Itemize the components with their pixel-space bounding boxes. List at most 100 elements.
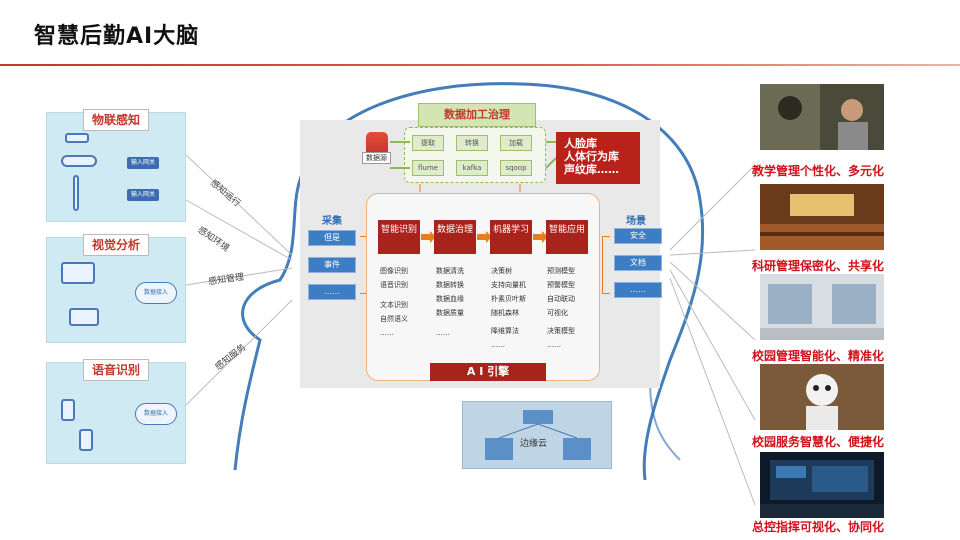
connector-4 — [185, 299, 293, 406]
panel-title-speech: 语音识别 — [83, 359, 150, 381]
knowledge-base-box: 人脸库 人体行为库 声纹库…… — [556, 132, 640, 184]
caption-campus: 校园管理智能化、精准化 — [752, 349, 885, 363]
stage-arrow-1 — [421, 231, 436, 243]
monitor-icon — [69, 308, 99, 326]
stage-application: 智能应用 — [546, 220, 588, 254]
etl-flume: flume — [412, 160, 444, 176]
sensor-icon — [61, 155, 97, 167]
scene-item-1: 安全 — [614, 228, 662, 244]
panel-title-vision: 视觉分析 — [83, 234, 150, 256]
stage-list-application: 预测模型 预警模型 自动联动 可视化 决策模型 …… — [547, 264, 575, 352]
etl-title: 数据加工治理 — [418, 103, 536, 127]
list-item: 决策模型 — [547, 327, 575, 335]
list-item: 自然语义 — [380, 315, 408, 323]
list-item: 预测模型 — [547, 267, 575, 275]
caption-teaching: 教学管理个性化、多元化 — [752, 164, 885, 178]
collect-item-3: …… — [308, 284, 356, 300]
photo-command — [760, 452, 884, 518]
list-item: …… — [436, 329, 450, 337]
list-item: 数据血缘 — [436, 295, 464, 303]
connector-3 — [185, 267, 293, 286]
etl-extract: 提取 — [412, 135, 444, 151]
head-outline — [233, 82, 705, 481]
connector-7 — [669, 261, 756, 341]
list-item: 语音识别 — [380, 281, 408, 289]
stage-list-ml: 决策树 支持向量机 朴素贝叶斯 随机森林 降维算法 …… — [491, 264, 526, 352]
etl-sqoop: sqoop — [500, 160, 532, 176]
etl-arrows — [390, 141, 557, 192]
stage-governance: 数据治理 — [434, 220, 476, 254]
photo-campus — [760, 274, 884, 340]
cloud-icon: 数据接入 — [135, 282, 177, 304]
stage-ml: 机器学习 — [490, 220, 532, 254]
connector-9 — [669, 277, 756, 506]
brain-curve — [649, 379, 681, 461]
caption-service: 校园服务智慧化、便捷化 — [752, 435, 885, 449]
kb-face: 人脸库 — [564, 137, 597, 150]
edge-cloud-box — [462, 401, 612, 469]
list-item: …… — [380, 329, 394, 337]
connector-8 — [669, 269, 756, 421]
page-title: 智慧后勤AI大脑 — [34, 24, 200, 49]
stage-recognition: 智能识别 — [378, 220, 420, 254]
photo-teaching — [760, 84, 884, 150]
list-item: …… — [491, 341, 505, 349]
etl-kafka: kafka — [456, 160, 488, 176]
panel-vision: 视觉分析 数据接入 — [46, 234, 186, 343]
etl-load: 加载 — [500, 135, 532, 151]
stage-arrow-2 — [477, 231, 492, 243]
list-item: 降维算法 — [491, 327, 519, 335]
list-item: 预警模型 — [547, 281, 575, 289]
photo-research — [760, 184, 884, 250]
list-item: 数据转换 — [436, 281, 464, 289]
cloud-icon: 数据接入 — [135, 403, 177, 425]
etl-transform: 转换 — [456, 135, 488, 151]
collect-item-2: 事件 — [308, 257, 356, 273]
connector-2 — [185, 199, 293, 261]
list-item: 数据质量 — [436, 309, 464, 317]
kb-voiceprint: 声纹库…… — [564, 163, 619, 176]
caption-research: 科研管理保密化、共享化 — [752, 259, 885, 273]
list-item: 自动联动 — [547, 295, 575, 303]
phone-icon — [61, 399, 75, 421]
pole-icon — [73, 175, 79, 211]
gateway-chip-1: 输入网关 — [127, 157, 160, 169]
list-item: 可视化 — [547, 309, 568, 317]
kb-behavior: 人体行为库 — [564, 150, 619, 163]
title-divider — [0, 64, 960, 66]
camera-icon — [65, 133, 89, 143]
scene-item-3: …… — [614, 282, 662, 298]
scene-bracket — [602, 236, 610, 294]
gateway-chip-2: 输入网关 — [127, 189, 160, 201]
scene-title: 场景 — [626, 216, 646, 227]
scene-item-2: 文档 — [614, 255, 662, 271]
ai-engine-label: A I 引擎 — [430, 363, 546, 381]
caption-command: 总控指挥可视化、协同化 — [752, 520, 885, 534]
list-item: 支持向量机 — [491, 281, 526, 289]
database-label: 数据源 — [362, 152, 391, 164]
list-item: 随机森林 — [491, 309, 519, 317]
list-item: 图像识别 — [380, 267, 408, 275]
list-item: 文本识别 — [380, 301, 408, 309]
connector-5 — [669, 164, 756, 251]
edge-cloud-label: 边缘云 — [520, 439, 548, 449]
phone-icon — [79, 429, 93, 451]
stage-arrow-3 — [533, 231, 548, 243]
list-item: 数据清洗 — [436, 267, 464, 275]
list-item: 决策树 — [491, 267, 512, 275]
stage-list-governance: 数据清洗 数据转换 数据血缘 数据质量 …… — [436, 264, 464, 340]
collect-item-1: 但是 — [308, 230, 356, 246]
connector-1 — [185, 154, 293, 256]
laptop-icon — [61, 262, 95, 284]
stage-list-recognition: 图像识别 语音识别 文本识别 自然语义 …… — [380, 264, 408, 340]
connector-6 — [669, 249, 756, 256]
server-icon — [485, 410, 591, 460]
photo-service — [760, 364, 884, 430]
list-item: …… — [547, 341, 561, 349]
panel-iot: 物联感知 输入网关 输入网关 — [46, 109, 186, 222]
panel-speech: 语音识别 数据接入 — [46, 359, 186, 464]
collect-title: 采集 — [322, 216, 342, 227]
list-item: 朴素贝叶斯 — [491, 295, 526, 303]
panel-title-iot: 物联感知 — [83, 109, 150, 131]
